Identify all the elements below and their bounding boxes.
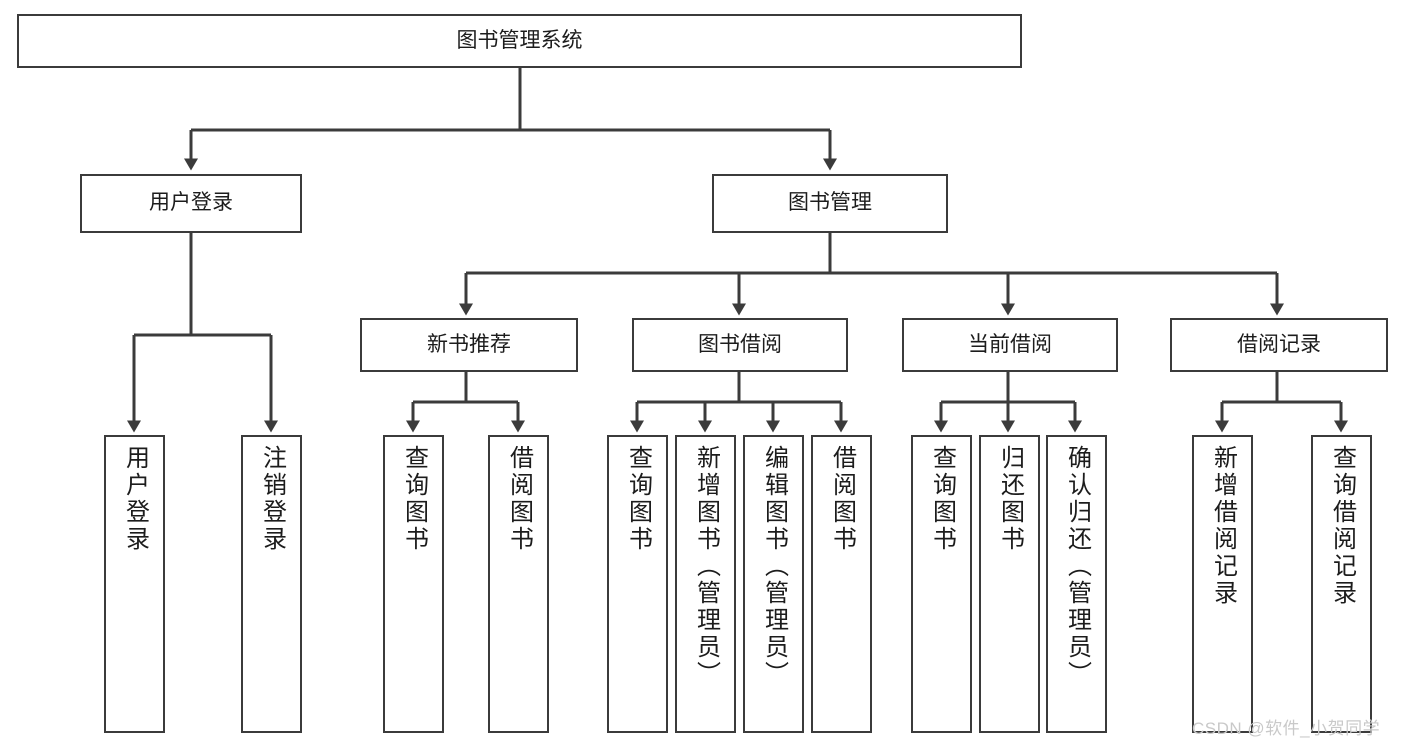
node-book-borrow-label: 图书借阅 (698, 332, 782, 356)
node-leaf-logout-login-label: 注销登录 (258, 445, 286, 553)
node-leaf-query-record-label: 查询借阅记录 (1328, 445, 1356, 607)
node-current-borrow[interactable]: 当前借阅 (902, 318, 1118, 372)
node-leaf-query-book-3[interactable]: 查询图书 (911, 435, 972, 733)
node-leaf-borrow-book-1[interactable]: 借阅图书 (488, 435, 549, 733)
node-leaf-borrow-book-2[interactable]: 借阅图书 (811, 435, 872, 733)
node-leaf-borrow-book-2-label: 借阅图书 (828, 445, 856, 553)
node-root[interactable]: 图书管理系统 (17, 14, 1022, 68)
node-current-borrow-label: 当前借阅 (968, 332, 1052, 356)
node-leaf-query-book-1-label: 查询图书 (400, 445, 428, 553)
node-leaf-query-book-2-label: 查询图书 (624, 445, 652, 553)
node-leaf-query-book-1[interactable]: 查询图书 (383, 435, 444, 733)
node-leaf-edit-book[interactable]: 编辑图书（管理员） (743, 435, 804, 733)
node-user-login[interactable]: 用户登录 (80, 174, 302, 233)
node-new-book-rec-label: 新书推荐 (427, 332, 511, 356)
node-leaf-borrow-book-1-label: 借阅图书 (505, 445, 533, 553)
node-leaf-add-book-label: 新增图书（管理员） (692, 445, 720, 688)
node-leaf-query-book-2[interactable]: 查询图书 (607, 435, 668, 733)
node-leaf-query-book-3-label: 查询图书 (928, 445, 956, 553)
node-leaf-add-book[interactable]: 新增图书（管理员） (675, 435, 736, 733)
node-leaf-user-login-label: 用户登录 (121, 445, 149, 553)
node-leaf-confirm-return[interactable]: 确认归还（管理员） (1046, 435, 1107, 733)
node-root-label: 图书管理系统 (456, 28, 583, 52)
node-leaf-return-book[interactable]: 归还图书 (979, 435, 1040, 733)
node-leaf-user-login[interactable]: 用户登录 (104, 435, 165, 733)
node-book-manage-label: 图书管理 (788, 191, 872, 215)
node-leaf-logout-login[interactable]: 注销登录 (241, 435, 302, 733)
node-leaf-return-book-label: 归还图书 (996, 445, 1024, 553)
node-leaf-query-record[interactable]: 查询借阅记录 (1311, 435, 1372, 733)
node-book-manage[interactable]: 图书管理 (712, 174, 948, 233)
node-borrow-record[interactable]: 借阅记录 (1170, 318, 1388, 372)
node-new-book-rec[interactable]: 新书推荐 (360, 318, 578, 372)
node-leaf-confirm-return-label: 确认归还（管理员） (1063, 445, 1091, 688)
node-book-borrow[interactable]: 图书借阅 (632, 318, 848, 372)
node-leaf-add-record-label: 新增借阅记录 (1209, 445, 1237, 607)
csdn-watermark: CSDN @软件_小贺同学 (1192, 719, 1381, 738)
node-borrow-record-label: 借阅记录 (1237, 332, 1321, 356)
node-leaf-edit-book-label: 编辑图书（管理员） (760, 445, 788, 688)
node-leaf-add-record[interactable]: 新增借阅记录 (1192, 435, 1253, 733)
node-user-login-label: 用户登录 (149, 191, 233, 215)
